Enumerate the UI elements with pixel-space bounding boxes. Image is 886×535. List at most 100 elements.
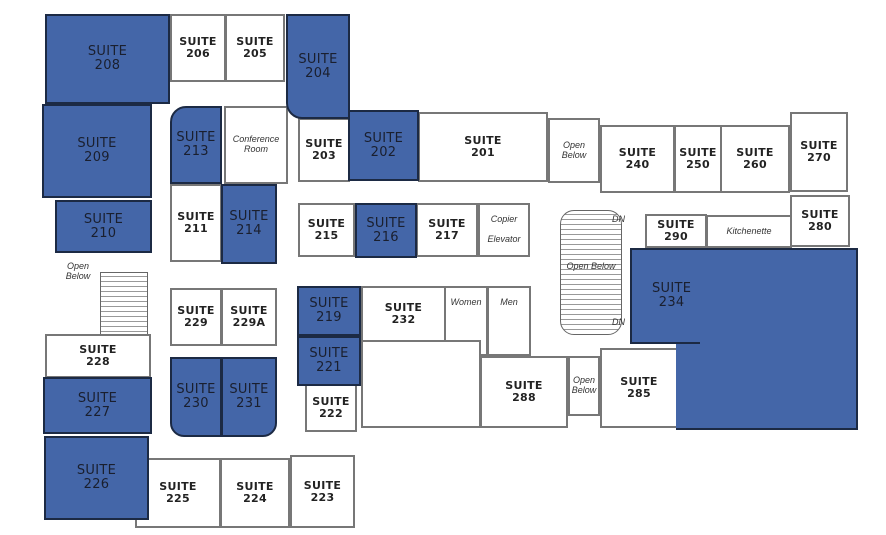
open-below-label: Open Below bbox=[561, 139, 587, 160]
suite-word: SUITE bbox=[736, 146, 774, 160]
suite-number: 280 bbox=[808, 220, 832, 233]
stairwell-central bbox=[560, 210, 622, 335]
suite-word: SUITE bbox=[177, 304, 215, 318]
suite-word: SUITE bbox=[464, 134, 502, 148]
suite-word: SUITE bbox=[159, 480, 197, 494]
women-label: Women bbox=[450, 297, 482, 307]
suite-word: SUITE bbox=[505, 379, 543, 393]
suite-word: SUITE bbox=[179, 35, 217, 49]
suite-number: 214 bbox=[236, 223, 262, 238]
suite-word: SUITE bbox=[620, 375, 658, 389]
suite-number: 203 bbox=[312, 149, 336, 162]
suite-234-east[interactable] bbox=[676, 248, 858, 430]
suite-word: SUITE bbox=[236, 480, 274, 494]
suite-number: 205 bbox=[243, 47, 267, 60]
suite-word: SUITE bbox=[77, 390, 118, 406]
suite-word: SUITE bbox=[307, 217, 346, 231]
suite-number: 225 bbox=[166, 492, 190, 505]
men-label: Men bbox=[500, 297, 518, 307]
suite-word: SUITE bbox=[230, 304, 268, 318]
suite-word: SUITE bbox=[303, 478, 342, 492]
suite-word: SUITE bbox=[79, 343, 117, 357]
suite-word: SUITE bbox=[801, 208, 839, 222]
suite-word: SUITE bbox=[236, 35, 274, 49]
suite-number: 216 bbox=[373, 229, 399, 245]
copier-label: Copier bbox=[490, 214, 518, 225]
suite-word: SUITE bbox=[652, 281, 692, 297]
dn-label: DN bbox=[612, 214, 625, 224]
unlabeled-office bbox=[361, 340, 481, 428]
suite-word: SUITE bbox=[384, 301, 423, 315]
suite-word: SUITE bbox=[679, 146, 717, 160]
suite-word: SUITE bbox=[309, 346, 349, 362]
suite-number: 210 bbox=[90, 225, 117, 241]
suite-number: 290 bbox=[664, 230, 688, 243]
suite-number: 270 bbox=[807, 151, 831, 164]
open-below-area: Open Below bbox=[548, 118, 600, 183]
suite-number: 260 bbox=[743, 158, 767, 171]
suite-word: SUITE bbox=[312, 395, 350, 409]
suite-word: SUITE bbox=[363, 130, 404, 146]
suite-number: 204 bbox=[305, 65, 331, 81]
suite-number: 230 bbox=[183, 396, 209, 411]
suite-number: 229 bbox=[184, 316, 208, 329]
suite-number: 224 bbox=[243, 492, 267, 505]
dn-label: DN bbox=[612, 317, 625, 327]
suite-word: SUITE bbox=[305, 137, 343, 151]
suite-word: SUITE bbox=[83, 211, 124, 227]
kitchenette-label: Kitchenette bbox=[726, 225, 772, 236]
suite-number: 232 bbox=[391, 313, 416, 326]
suite-number: 231 bbox=[236, 396, 262, 411]
suite-number: 219 bbox=[316, 310, 342, 325]
suite-number: 226 bbox=[83, 477, 110, 492]
suite-number: 227 bbox=[84, 404, 111, 420]
elevator-label: Elevator bbox=[487, 234, 521, 244]
open-below-area: Open Below bbox=[568, 356, 600, 416]
open-below-label: Open Below bbox=[566, 261, 616, 271]
stairwell-west bbox=[100, 272, 148, 342]
conference-room[interactable]: Conference Room bbox=[224, 106, 288, 184]
suite-word: SUITE bbox=[657, 218, 695, 232]
suite-word: SUITE bbox=[298, 51, 338, 67]
suite-word: SUITE bbox=[87, 44, 128, 60]
suite-number: 223 bbox=[310, 490, 335, 504]
